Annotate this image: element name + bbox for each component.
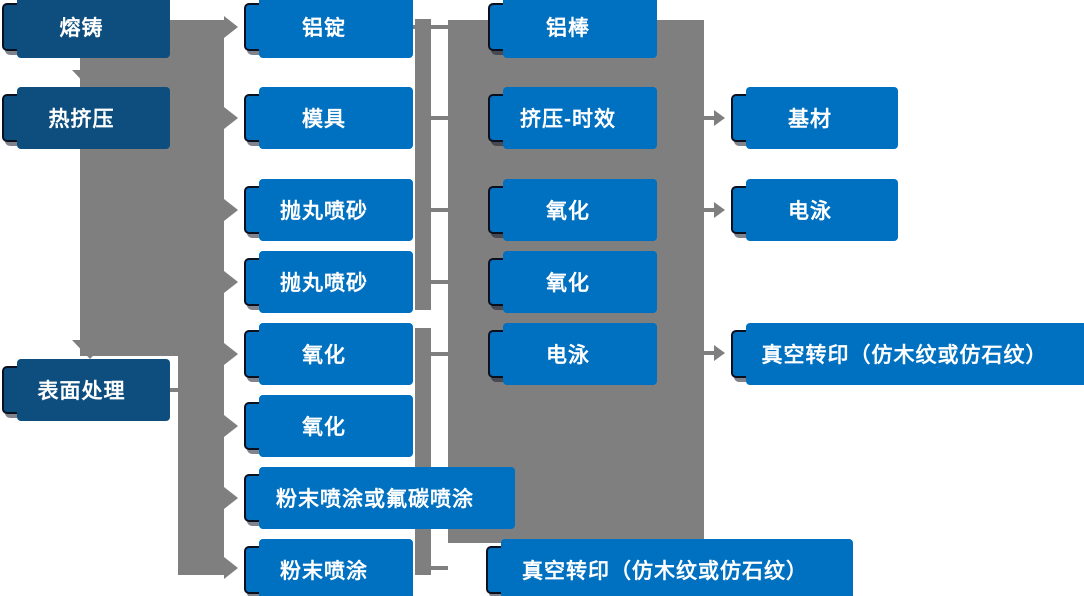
node-label: 粉末喷涂或氟碳喷涂 [276, 488, 474, 511]
arrow-to-powder-coating-icon [224, 557, 238, 579]
arrow-to-powder-fluorocarbon-icon [224, 487, 238, 509]
node-aluminum-ingot: 铝锭 [244, 0, 413, 58]
node-oxidation-b: 氧化 [244, 395, 413, 457]
node-label: 热挤压 [48, 108, 115, 131]
node-powder-coating: 粉末喷涂 [244, 539, 413, 596]
node-label: 电泳 [788, 200, 832, 223]
node-electrophoresis-b: 电泳 [731, 179, 898, 241]
link-row3-connector [431, 208, 448, 212]
arrow-to-shot-blast-b-icon [224, 271, 238, 293]
node-substrate: 基材 [731, 87, 898, 149]
mid-bar-lower-connector [415, 328, 431, 575]
arrow-to-substrate-icon [714, 110, 725, 126]
link-row5-connector [431, 352, 448, 356]
link-row1-connector [408, 25, 448, 29]
node-shot-blast-sandblast-b: 抛丸喷砂 [244, 251, 413, 313]
node-label: 铝锭 [302, 17, 346, 40]
arrow-to-shot-blast-a-icon [224, 199, 238, 221]
node-label: 氧化 [546, 200, 590, 223]
arrow-to-mold-icon [224, 107, 238, 129]
arrow-to-oxidation-a-icon [224, 343, 238, 365]
node-label: 挤压-时效 [520, 108, 616, 131]
arrow-to-aluminum-ingot-icon [224, 16, 238, 38]
node-label: 抛丸喷砂 [280, 272, 368, 295]
band-left-lower-connector [178, 356, 224, 575]
node-oxidation-a: 氧化 [244, 323, 413, 385]
stem-electrophoresis-connector [704, 208, 714, 212]
mid-bar-upper-connector [415, 19, 431, 310]
node-label: 氧化 [546, 272, 590, 295]
stem-substrate-connector [704, 116, 714, 120]
node-label: 真空转印（仿木纹或仿石纹） [761, 344, 1048, 367]
arrow-to-electrophoresis-b-icon [714, 202, 725, 218]
node-shot-blast-sandblast-a: 抛丸喷砂 [244, 179, 413, 241]
node-powder-or-fluorocarbon-coating: 粉末喷涂或氟碳喷涂 [244, 467, 515, 529]
stem-vacuum-transfer-connector [704, 351, 714, 355]
node-mold: 模具 [244, 87, 413, 149]
node-label: 铝棒 [546, 17, 590, 40]
node-label: 模具 [302, 108, 346, 131]
node-label: 粉末喷涂 [280, 560, 368, 583]
node-oxidation-d: 氧化 [488, 251, 657, 313]
link-row2-connector [431, 116, 448, 120]
arrow-down-to-hot-extrusion-icon [72, 70, 108, 89]
link-row8-connector [431, 566, 448, 570]
node-melt-casting: 熔铸 [2, 0, 170, 58]
node-label: 表面处理 [37, 380, 126, 403]
node-label: 熔铸 [59, 17, 104, 40]
arrow-down-to-surface-treatment-icon [72, 340, 108, 359]
node-extrusion-aging: 挤压-时效 [488, 87, 657, 149]
node-label: 真空转印（仿木纹或仿石纹） [522, 560, 808, 583]
node-surface-treatment: 表面处理 [2, 359, 170, 421]
link-row4-connector [431, 280, 448, 284]
node-vacuum-transfer-b: 真空转印（仿木纹或仿石纹） [731, 323, 1084, 385]
node-label: 电泳 [546, 344, 590, 367]
node-aluminum-rod: 铝棒 [488, 0, 657, 58]
node-label: 抛丸喷砂 [280, 200, 368, 223]
node-label: 氧化 [302, 344, 346, 367]
node-label: 氧化 [302, 416, 346, 439]
node-hot-extrusion: 热挤压 [2, 87, 170, 149]
node-oxidation-c: 氧化 [488, 179, 657, 241]
arrow-to-oxidation-b-icon [224, 415, 238, 437]
node-electrophoresis-a: 电泳 [488, 323, 657, 385]
node-label: 基材 [788, 108, 832, 131]
arrow-to-vacuum-transfer-b-icon [714, 345, 725, 361]
node-vacuum-transfer-a: 真空转印（仿木纹或仿石纹） [486, 539, 853, 596]
